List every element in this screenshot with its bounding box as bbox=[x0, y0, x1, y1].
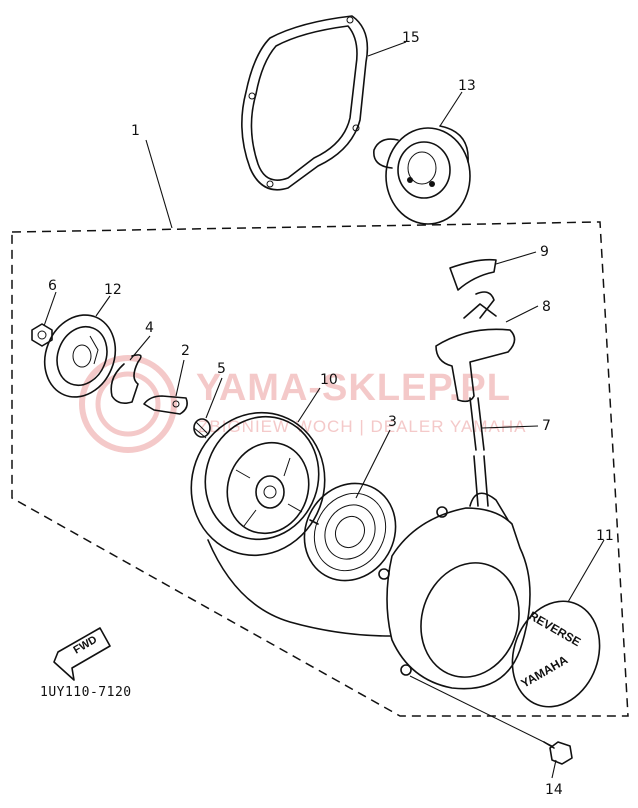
callout-5: 5 bbox=[217, 361, 226, 377]
bolt-axis-line bbox=[409, 675, 553, 747]
leader-lines bbox=[43, 41, 605, 779]
callout-2: 2 bbox=[181, 343, 190, 359]
part-10-reel bbox=[190, 411, 326, 557]
watermark-logo-inner bbox=[95, 371, 161, 437]
emblem-text-bottom: YAMAHA bbox=[519, 653, 571, 691]
callout-15: 15 bbox=[402, 30, 420, 46]
emblem-text-top: REVERSE bbox=[527, 608, 584, 649]
fwd-arrow: FWD bbox=[53, 627, 111, 681]
watermark-text: YAMA-SKLEP.PL bbox=[196, 367, 511, 409]
callout-14: 14 bbox=[545, 782, 563, 798]
part-6-nut bbox=[31, 323, 53, 347]
assembly-boundary bbox=[11, 221, 629, 717]
callout-6: 6 bbox=[48, 278, 57, 294]
callout-9: 9 bbox=[540, 244, 549, 260]
part-8-handle bbox=[435, 291, 516, 403]
callout-12: 12 bbox=[104, 282, 122, 298]
callout-1: 1 bbox=[131, 123, 140, 139]
part-9-cap bbox=[449, 258, 497, 291]
callout-3: 3 bbox=[388, 414, 397, 430]
part-1-housing bbox=[378, 492, 531, 690]
fwd-label: FWD bbox=[72, 634, 100, 657]
part-13-pulley bbox=[373, 125, 471, 225]
callout-10: 10 bbox=[320, 372, 338, 388]
part-3-spring bbox=[303, 482, 397, 582]
watermark-logo-ring bbox=[79, 355, 177, 453]
part-4-clip bbox=[110, 354, 142, 404]
part-7-rope bbox=[469, 397, 489, 507]
watermark-subtext: ZBIGNIEW WOCH | DEALER YAMAHA bbox=[198, 417, 526, 436]
callout-11: 11 bbox=[596, 528, 614, 544]
callout-13: 13 bbox=[458, 78, 476, 94]
diagram-code: 1UY110-7120 bbox=[40, 685, 132, 700]
part-11-emblem: REVERSE YAMAHA bbox=[511, 600, 601, 708]
part-15-gasket bbox=[241, 15, 369, 191]
callout-4: 4 bbox=[145, 320, 154, 336]
callouts: 1 2 3 4 5 6 7 8 9 10 11 12 13 14 15 bbox=[48, 30, 614, 798]
callout-7: 7 bbox=[542, 418, 551, 434]
part-14-bolt bbox=[543, 741, 573, 765]
part-5-spring bbox=[193, 418, 211, 439]
watermark: YAMA-SKLEP.PL ZBIGNIEW WOCH | DEALER YAM… bbox=[79, 355, 526, 453]
part-12-plate bbox=[43, 314, 117, 398]
part-2-pawl bbox=[143, 395, 188, 415]
callout-8: 8 bbox=[542, 299, 551, 315]
rope-path bbox=[207, 539, 391, 637]
